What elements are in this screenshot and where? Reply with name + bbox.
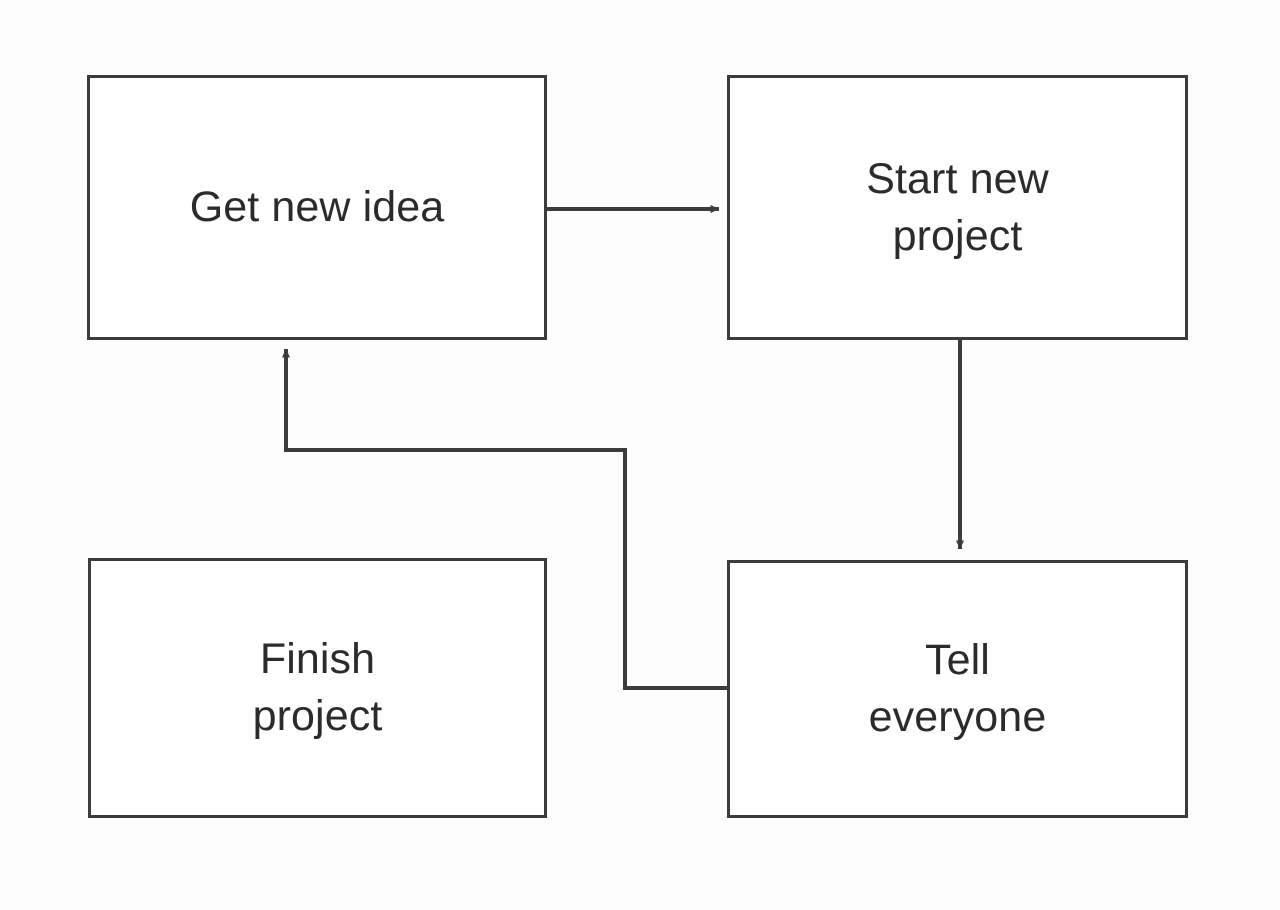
node-get-new-idea-label: Get new idea: [189, 183, 445, 232]
node-get-new-idea[interactable]: Get new idea: [87, 75, 547, 340]
node-tell-everyone[interactable]: Tell everyone: [727, 560, 1188, 818]
node-start-new-project-label: Start new project: [866, 154, 1049, 260]
node-tell-everyone-label: Tell everyone: [868, 636, 1047, 741]
node-finish-project[interactable]: Finish project: [88, 558, 547, 818]
node-finish-project-label: Finish project: [252, 635, 383, 740]
node-start-new-project[interactable]: Start new project: [727, 75, 1188, 340]
